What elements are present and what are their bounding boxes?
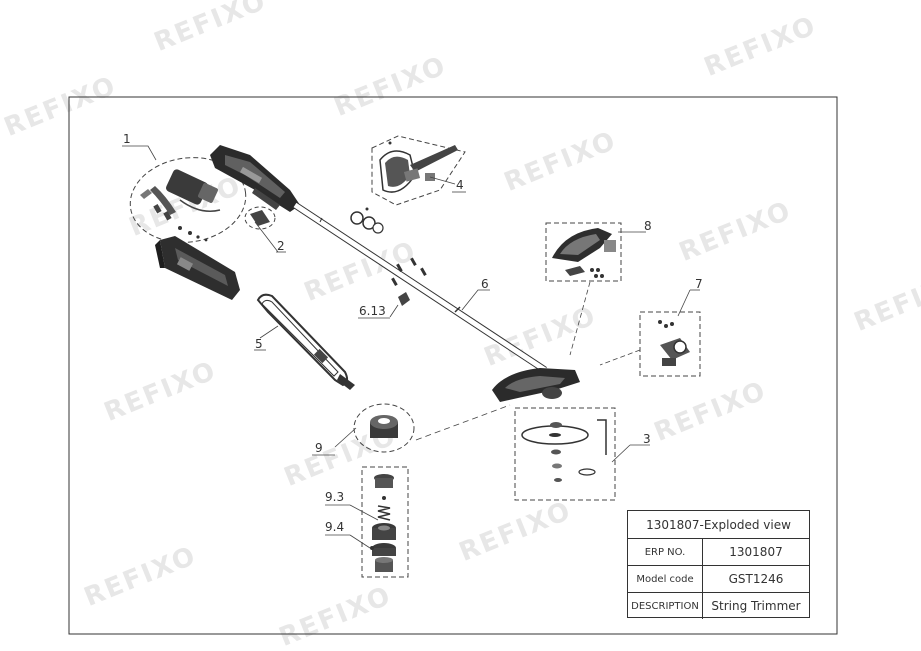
callout-7: 7 [695,277,703,291]
trimmer-head-guard [492,368,580,402]
callout-5: 5 [255,337,263,351]
title-block-row-model: Model code GST1246 [628,566,809,593]
switch-part [244,206,286,253]
callout-1: 1 [123,132,131,146]
spool-subparts [325,466,409,578]
title-block-header: 1301807-Exploded view [628,511,809,539]
drawing-frame [68,96,838,635]
clip-6-13 [358,292,410,319]
blade-assembly-3 [514,407,650,501]
description-label: DESCRIPTION [628,593,703,619]
main-handle [210,145,300,212]
motor-assembly [122,145,247,243]
auxiliary-handle [254,293,355,390]
callout-3: 3 [643,432,651,446]
spool-assembly-9 [312,403,511,456]
callout-2: 2 [277,239,285,253]
callout-4: 4 [456,178,464,192]
motor-housing [155,236,240,300]
guard-cover-8 [545,222,646,356]
main-shaft [293,202,547,373]
title-block-row-description: DESCRIPTION String Trimmer [628,593,809,619]
callout-9-4: 9.4 [325,520,345,534]
title-block: 1301807-Exploded view ERP NO. 1301807 Mo… [627,510,810,619]
title-block-row-erp: ERP NO. 1301807 [628,539,809,566]
guard-part-4 [371,135,466,206]
edge-guide-7 [599,289,701,377]
callout-8: 8 [644,219,652,233]
callout-9: 9 [315,441,323,455]
model-label: Model code [628,566,703,592]
callout-6: 6 [481,277,489,291]
erp-value: 1301807 [729,545,783,559]
description-value: String Trimmer [711,599,801,613]
shaft-coupling [350,207,384,234]
callout-6-13: 6.13 [359,304,386,318]
model-value: GST1246 [728,572,784,586]
erp-label: ERP NO. [628,539,703,565]
callout-9-3: 9.3 [325,490,345,504]
